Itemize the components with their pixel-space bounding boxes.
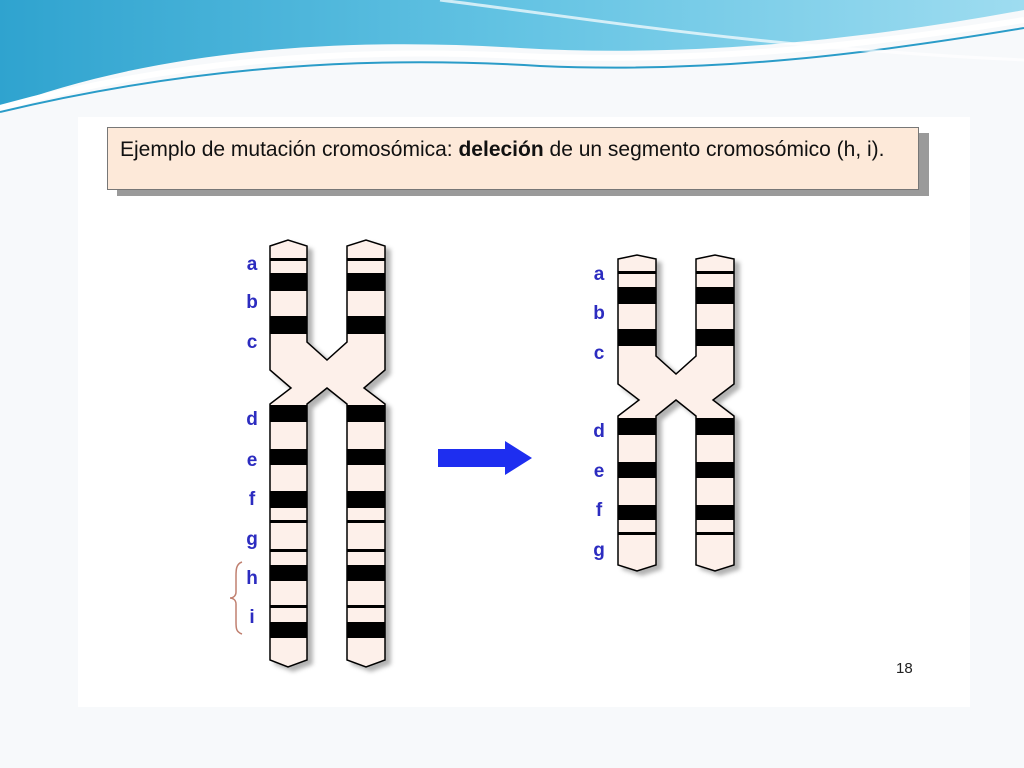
mutated-label-f: f (596, 500, 603, 521)
caption-text-start: Ejemplo de mutación cromosómica: (120, 138, 459, 161)
mutated-label-c: c (594, 343, 605, 364)
deleted-segment-brace (229, 561, 243, 635)
original-label-f: f (249, 489, 256, 510)
mutated-label-a: a (594, 264, 605, 285)
original-label-g: g (246, 529, 258, 550)
original-label-e: e (247, 450, 258, 471)
slide-content-panel (78, 117, 970, 707)
mutated-chromosome-bands (618, 271, 734, 535)
mutated-label-d: d (593, 421, 605, 442)
mutated-label-b: b (593, 303, 605, 324)
original-label-h: h (246, 568, 258, 589)
original-label-i: i (249, 607, 254, 628)
original-label-d: d (246, 409, 258, 430)
original-label-c: c (247, 332, 258, 353)
caption-emphasis: deleción (458, 138, 544, 161)
mutated-label-e: e (594, 461, 605, 482)
caption-text-end: de un segmento cromosómico (h, i). (543, 138, 885, 161)
mutated-label-g: g (593, 540, 605, 561)
caption-box: Ejemplo de mutación cromosómica: deleció… (107, 127, 919, 190)
slide-page-number: 18 (896, 660, 913, 677)
original-chromosome-bands (270, 258, 385, 638)
original-chromosome-body (269, 239, 386, 668)
header-swoosh-decoration (0, 0, 1024, 113)
original-label-b: b (246, 292, 258, 313)
transformation-arrow (438, 441, 532, 475)
original-label-a: a (247, 254, 258, 275)
